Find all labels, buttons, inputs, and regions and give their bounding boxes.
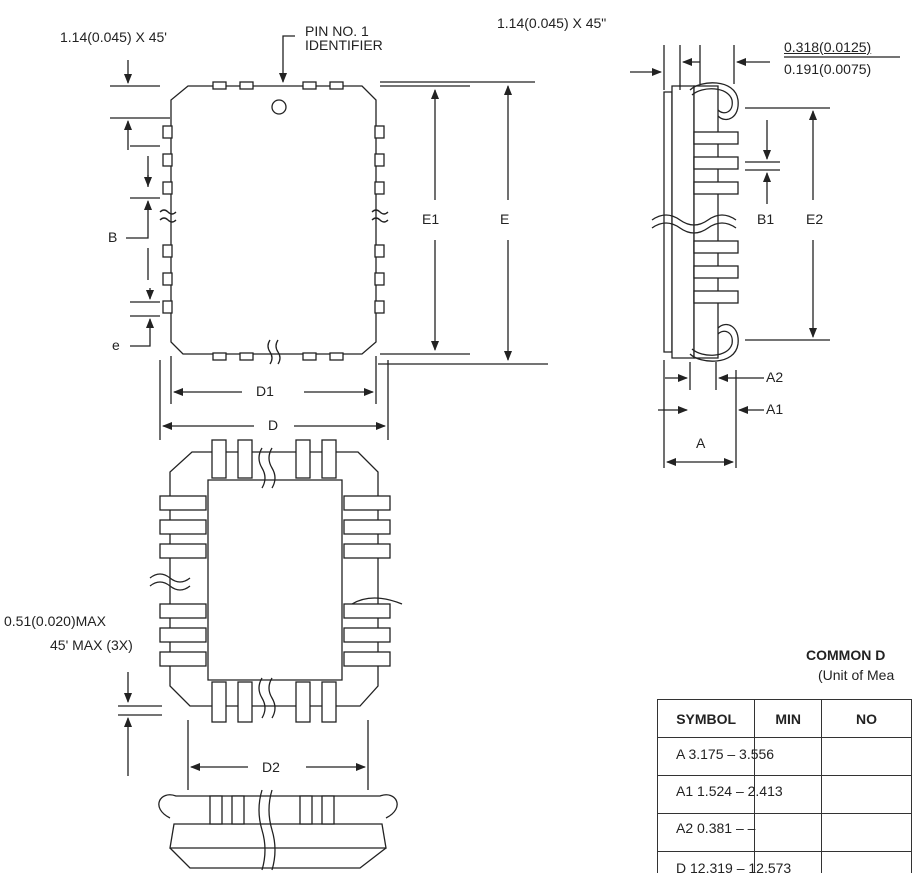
table-header-row: SYMBOL MIN NO <box>656 699 912 738</box>
row-a1-text: A1 1.524 – 2.413 <box>676 783 783 799</box>
pin1-id-label-2: IDENTIFIER <box>305 37 383 53</box>
lead-thickness-min-label: 0.191(0.0075) <box>784 61 872 77</box>
radius-max-label: 0.51(0.020)MAX <box>4 613 106 629</box>
lower-side-view <box>158 789 398 871</box>
table-row <box>656 851 912 873</box>
header-nom: NO <box>821 699 912 738</box>
dim-b1-label: B1 <box>757 211 775 227</box>
top-view-package <box>159 81 389 365</box>
row-d-text: D 12.319 – 12.573 <box>676 860 792 873</box>
dim-e-label: e <box>112 337 120 353</box>
table-row <box>656 775 912 814</box>
dim-d1-label: D1 <box>256 383 274 399</box>
dim-e2-label: E2 <box>806 211 824 227</box>
dim-d2-label: D2 <box>262 759 280 775</box>
dim-e-big-label: E <box>500 211 510 227</box>
dim-a-label: A <box>696 435 706 451</box>
table-title: COMMON D <box>806 647 886 663</box>
dim-a2-label: A2 <box>766 369 784 385</box>
row-a2-text: A2 0.381 – – <box>676 820 756 836</box>
bottom-view-package <box>149 439 403 723</box>
table-row <box>656 813 912 852</box>
dim-a1-label: A1 <box>766 401 784 417</box>
lead-thickness-max-label: 0.318(0.0125) <box>784 39 872 55</box>
chamfer-left-label: 1.14(0.045) X 45' <box>60 29 167 45</box>
dim-e1-label: E1 <box>422 211 440 227</box>
header-min: MIN <box>754 699 823 738</box>
angle-max-label: 45' MAX (3X) <box>50 637 133 653</box>
chamfer-right-label: 1.14(0.045) X 45" <box>497 15 607 31</box>
pin1-identifier-circle <box>271 99 287 115</box>
pin1-id-label-1: PIN NO. 1 <box>305 23 369 39</box>
dim-b-label: B <box>108 229 118 245</box>
dim-d-label: D <box>268 417 279 433</box>
common-dimensions-table: SYMBOL MIN NO <box>656 699 912 873</box>
row-a-text: A 3.175 – 3.556 <box>676 746 775 762</box>
side-view-package <box>651 82 739 362</box>
table-subtitle: (Unit of Mea <box>818 667 895 683</box>
header-symbol: SYMBOL <box>656 699 756 738</box>
